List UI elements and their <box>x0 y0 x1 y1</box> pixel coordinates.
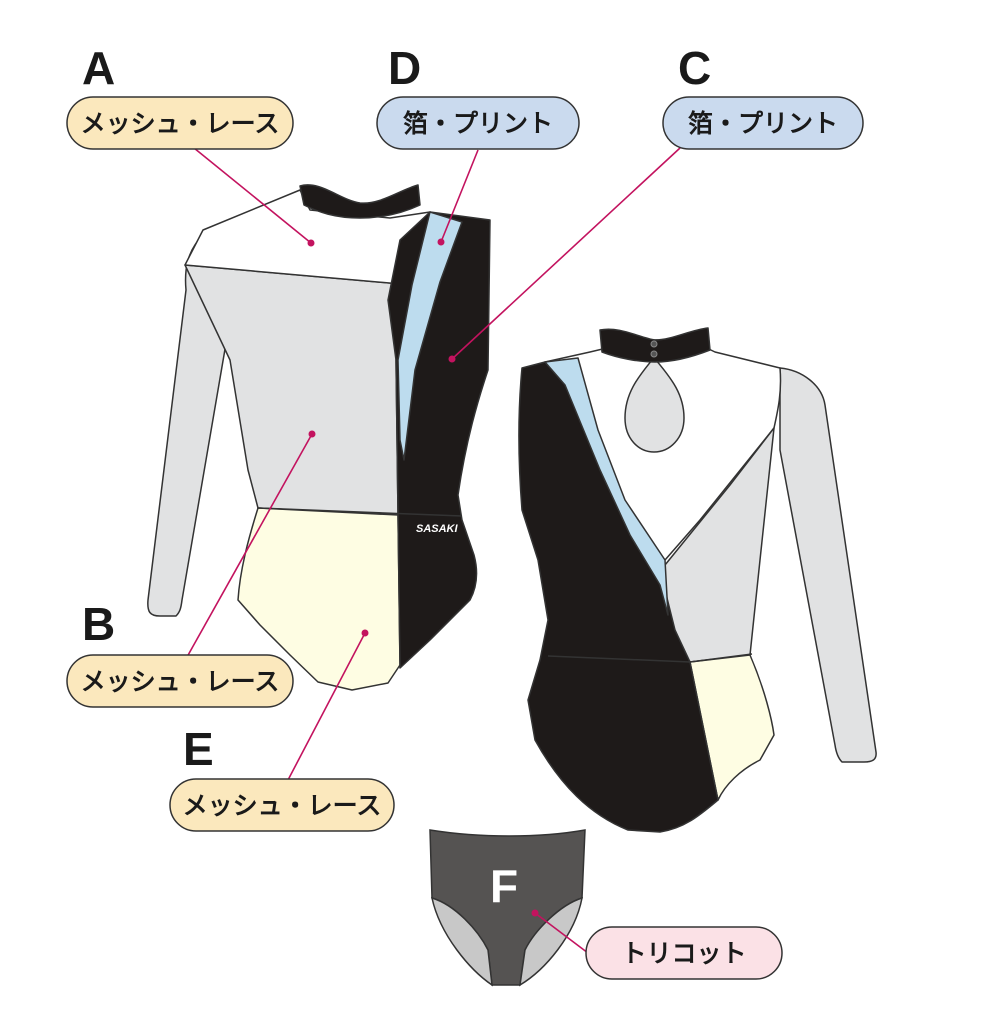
front-blue-stripe-d <box>397 211 463 461</box>
callout-b-label: メッシュ・レース <box>81 667 280 696</box>
leader-dot-e <box>361 629 369 637</box>
callout-e-letter: E <box>183 723 214 775</box>
brief-right-leg-lining <box>519 896 583 987</box>
callout-e-pill <box>169 778 395 832</box>
callout-b: B メッシュ・レース <box>66 598 294 708</box>
callout-a-pill <box>66 96 294 150</box>
callout-c-label: 箔・プリント <box>688 109 838 138</box>
callout-b-letter: B <box>82 598 115 650</box>
back-blue-stripe <box>544 357 669 616</box>
leader-dot-c <box>448 355 456 363</box>
callout-f-letter: F <box>490 860 518 912</box>
leader-dot-d <box>437 238 445 246</box>
leader-dot-f <box>531 909 539 917</box>
callout-f: F トリコット <box>490 860 783 980</box>
callout-a: A メッシュ・レース <box>66 42 294 150</box>
back-sleeve-right <box>779 367 877 763</box>
callout-d-label: 箔・プリント <box>403 109 553 138</box>
front-brand-logo: SASAKI <box>416 523 459 535</box>
back-button-top <box>650 340 658 348</box>
leader-dot-b <box>308 430 316 438</box>
callout-f-pill <box>585 926 783 980</box>
callout-c-letter: C <box>678 42 711 94</box>
back-button-bottom <box>650 350 658 358</box>
front-leotard: SASAKI <box>147 184 491 691</box>
leader-lines <box>186 147 681 954</box>
brief-left-leg-lining <box>430 896 493 987</box>
callout-d: D 箔・プリント <box>376 42 580 150</box>
callout-c: C 箔・プリント <box>662 42 864 150</box>
callout-d-letter: D <box>388 42 421 94</box>
callout-b-pill <box>66 654 294 708</box>
callout-c-pill <box>662 96 864 150</box>
callout-e-label: メッシュ・レース <box>183 791 382 820</box>
front-collar <box>299 184 421 219</box>
callout-a-letter: A <box>82 42 115 94</box>
callout-f-label: トリコット <box>621 939 746 968</box>
back-black-panel <box>518 361 719 833</box>
back-leotard <box>518 327 877 833</box>
callout-a-label: メッシュ・レース <box>81 109 280 138</box>
back-keyhole <box>624 359 685 453</box>
callout-d-pill <box>376 96 580 150</box>
front-mesh-gray-panel-b <box>184 264 413 516</box>
brief-f <box>429 829 586 987</box>
callout-e: E メッシュ・レース <box>169 723 395 832</box>
leader-dot-a <box>307 239 315 247</box>
